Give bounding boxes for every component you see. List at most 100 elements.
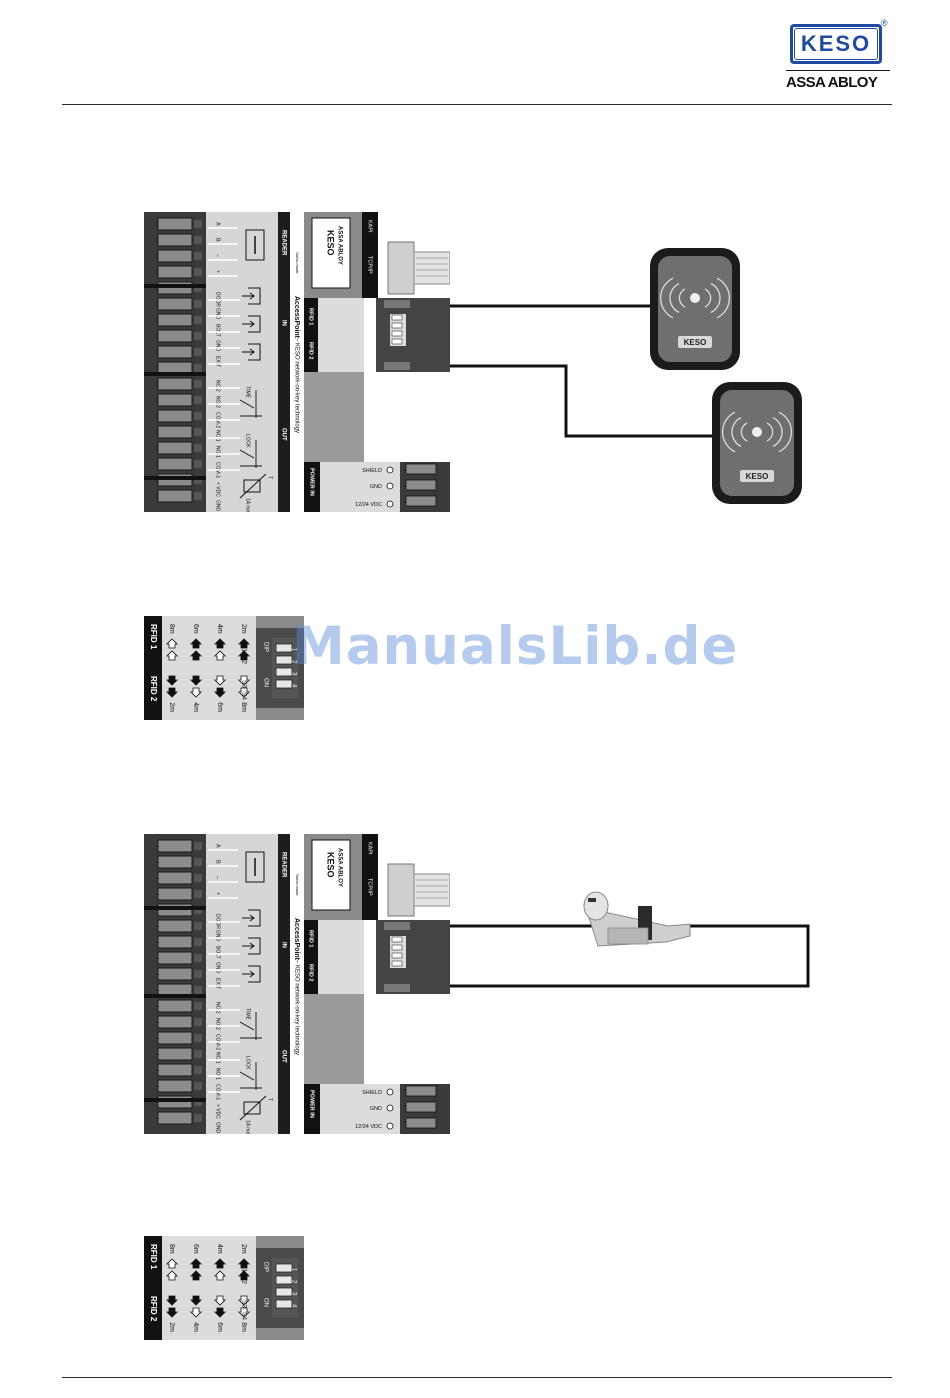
- distance-label: 2m: [168, 1322, 175, 1332]
- arrow-icon: [214, 1258, 226, 1269]
- arrow-icon: [214, 687, 226, 698]
- terminal-label: + VDC: [215, 1104, 221, 1119]
- controller-assa-abloy-logo: ASSA ABLOY: [336, 848, 342, 887]
- swiss-made-label: Swiss made: [295, 874, 300, 896]
- screw-terminal: [157, 377, 193, 391]
- dip-switch-number: 3: [290, 1292, 296, 1296]
- rfid-signal-icon: [690, 293, 700, 303]
- reader-keso-logo: KESO: [684, 338, 707, 347]
- section-label-out: OUT: [280, 428, 286, 441]
- screw-terminal: [157, 409, 193, 423]
- screw-terminal: [157, 345, 193, 359]
- arrow-icon: [166, 675, 178, 686]
- arrow-icon: [190, 687, 202, 698]
- dip-label: DIP: [262, 1262, 268, 1272]
- distance-label: 8m: [168, 624, 175, 634]
- tcpip-label: TCP/IP: [367, 256, 373, 274]
- wiring-diagram-readers: AB–+READERDOORGNDBOLTGNDEXITINNC-2NO-2CO…: [0, 0, 950, 560]
- swiss-made-label: Swiss made: [295, 252, 300, 274]
- on-label: ON: [262, 678, 268, 687]
- arrow-icon: [190, 675, 202, 686]
- terminal-label: GND: [215, 962, 221, 974]
- dip-switch-toggle: [275, 1299, 293, 1309]
- arrow-icon: [214, 1295, 226, 1306]
- dip-switch-toggle: [275, 1275, 293, 1285]
- access-point-controller-2: AB–+READERDOORGNDBOLTGNDEXITINNC-2NO-2CO…: [144, 834, 451, 1138]
- lock-cylinder-icon: [583, 891, 691, 947]
- fuse-rating-label: 1A max.: [245, 498, 251, 512]
- shield-icon: [386, 466, 394, 474]
- keso-wordmark: KESO: [800, 31, 872, 56]
- rfid-reader-1: KESO: [648, 246, 742, 372]
- keso-assa-abloy-logo: KESO ® ASSA ABLOY: [786, 18, 894, 92]
- arrow-icon: [214, 638, 226, 649]
- dip-switch-number: 1: [290, 648, 296, 652]
- dip-rfid1-label: RFID 1: [149, 624, 158, 650]
- screw-terminal: [157, 297, 193, 311]
- product-tagline: – KESO network-on-key technology: [293, 338, 299, 433]
- arrow-icon: [214, 1307, 226, 1318]
- screw-terminal: [157, 1063, 193, 1077]
- terminal-label: A: [215, 222, 221, 226]
- dip-switch-number: 4: [290, 1304, 296, 1308]
- power-in-label: POWER IN: [309, 1090, 315, 1118]
- header-rule: [62, 104, 892, 105]
- dip-label: DIP: [262, 642, 268, 652]
- arrow-icon: [238, 675, 250, 686]
- arrow-icon: [166, 1258, 178, 1269]
- watermark-text: ManualsLib.de: [292, 616, 739, 677]
- screw-terminal: [157, 839, 193, 853]
- terminal-label: GND: [215, 308, 221, 320]
- distance-label: 4m: [216, 624, 223, 634]
- arrow-icon: [214, 675, 226, 686]
- terminal-label: A: [215, 844, 221, 848]
- minus-icon: [386, 1104, 394, 1112]
- switch-label: S2: [240, 656, 247, 664]
- terminal-label: NO-1: [215, 1068, 221, 1080]
- arrow-icon: [166, 1270, 178, 1281]
- arrow-icon: [238, 638, 250, 649]
- screw-terminal: [157, 393, 193, 407]
- dip-rfid2-label: RFID 2: [149, 676, 158, 702]
- arrow-icon: [166, 1307, 178, 1318]
- terminal-label: NC-2: [215, 1002, 221, 1014]
- assa-abloy-wordmark: ASSA ABLOY: [786, 70, 890, 91]
- plus-icon: [386, 1122, 394, 1130]
- terminal-label: NC-1: [215, 430, 221, 442]
- terminal-label: NO-1: [215, 446, 221, 458]
- distance-label: 8m: [240, 1322, 247, 1332]
- registered-mark: ®: [881, 18, 888, 28]
- plus-icon: [386, 500, 394, 508]
- shield-icon: [386, 1088, 394, 1096]
- switch-label: S2: [240, 1276, 247, 1284]
- footer-rule: [62, 1377, 892, 1378]
- power-in-label: POWER IN: [309, 468, 315, 496]
- dip-switch-toggle: [275, 1287, 293, 1297]
- arrow-icon: [190, 638, 202, 649]
- switch-label: S4: [240, 1312, 247, 1320]
- screw-terminal: [157, 1031, 193, 1045]
- terminal-label: +: [215, 892, 221, 895]
- keso-cylinder: [578, 886, 698, 960]
- arrow-icon: [238, 687, 250, 698]
- screw-terminal: [157, 249, 193, 263]
- terminal-label: +: [215, 270, 221, 273]
- distance-label: 6m: [216, 702, 223, 712]
- relay-lock-label: LOCK: [245, 1056, 251, 1070]
- kapi-label: KAPI: [367, 220, 373, 233]
- screw-terminal: [157, 233, 193, 247]
- distance-label: 4m: [192, 702, 199, 712]
- section-label-out: OUT: [280, 1050, 286, 1063]
- terminal-label: BOLT: [215, 946, 221, 959]
- keso-logo-frame: KESO: [790, 24, 882, 64]
- distance-label: 4m: [216, 1244, 223, 1254]
- distance-label: 2m: [240, 624, 247, 634]
- power-terminal-label: 12/24 VDC: [355, 1124, 382, 1130]
- switch-label: S3: [240, 1300, 247, 1308]
- screw-terminal: [157, 855, 193, 869]
- screw-terminal: [157, 1079, 193, 1093]
- arrow-icon: [166, 687, 178, 698]
- terminal-label: EXIT: [215, 356, 221, 367]
- switch-label: S4: [240, 692, 247, 700]
